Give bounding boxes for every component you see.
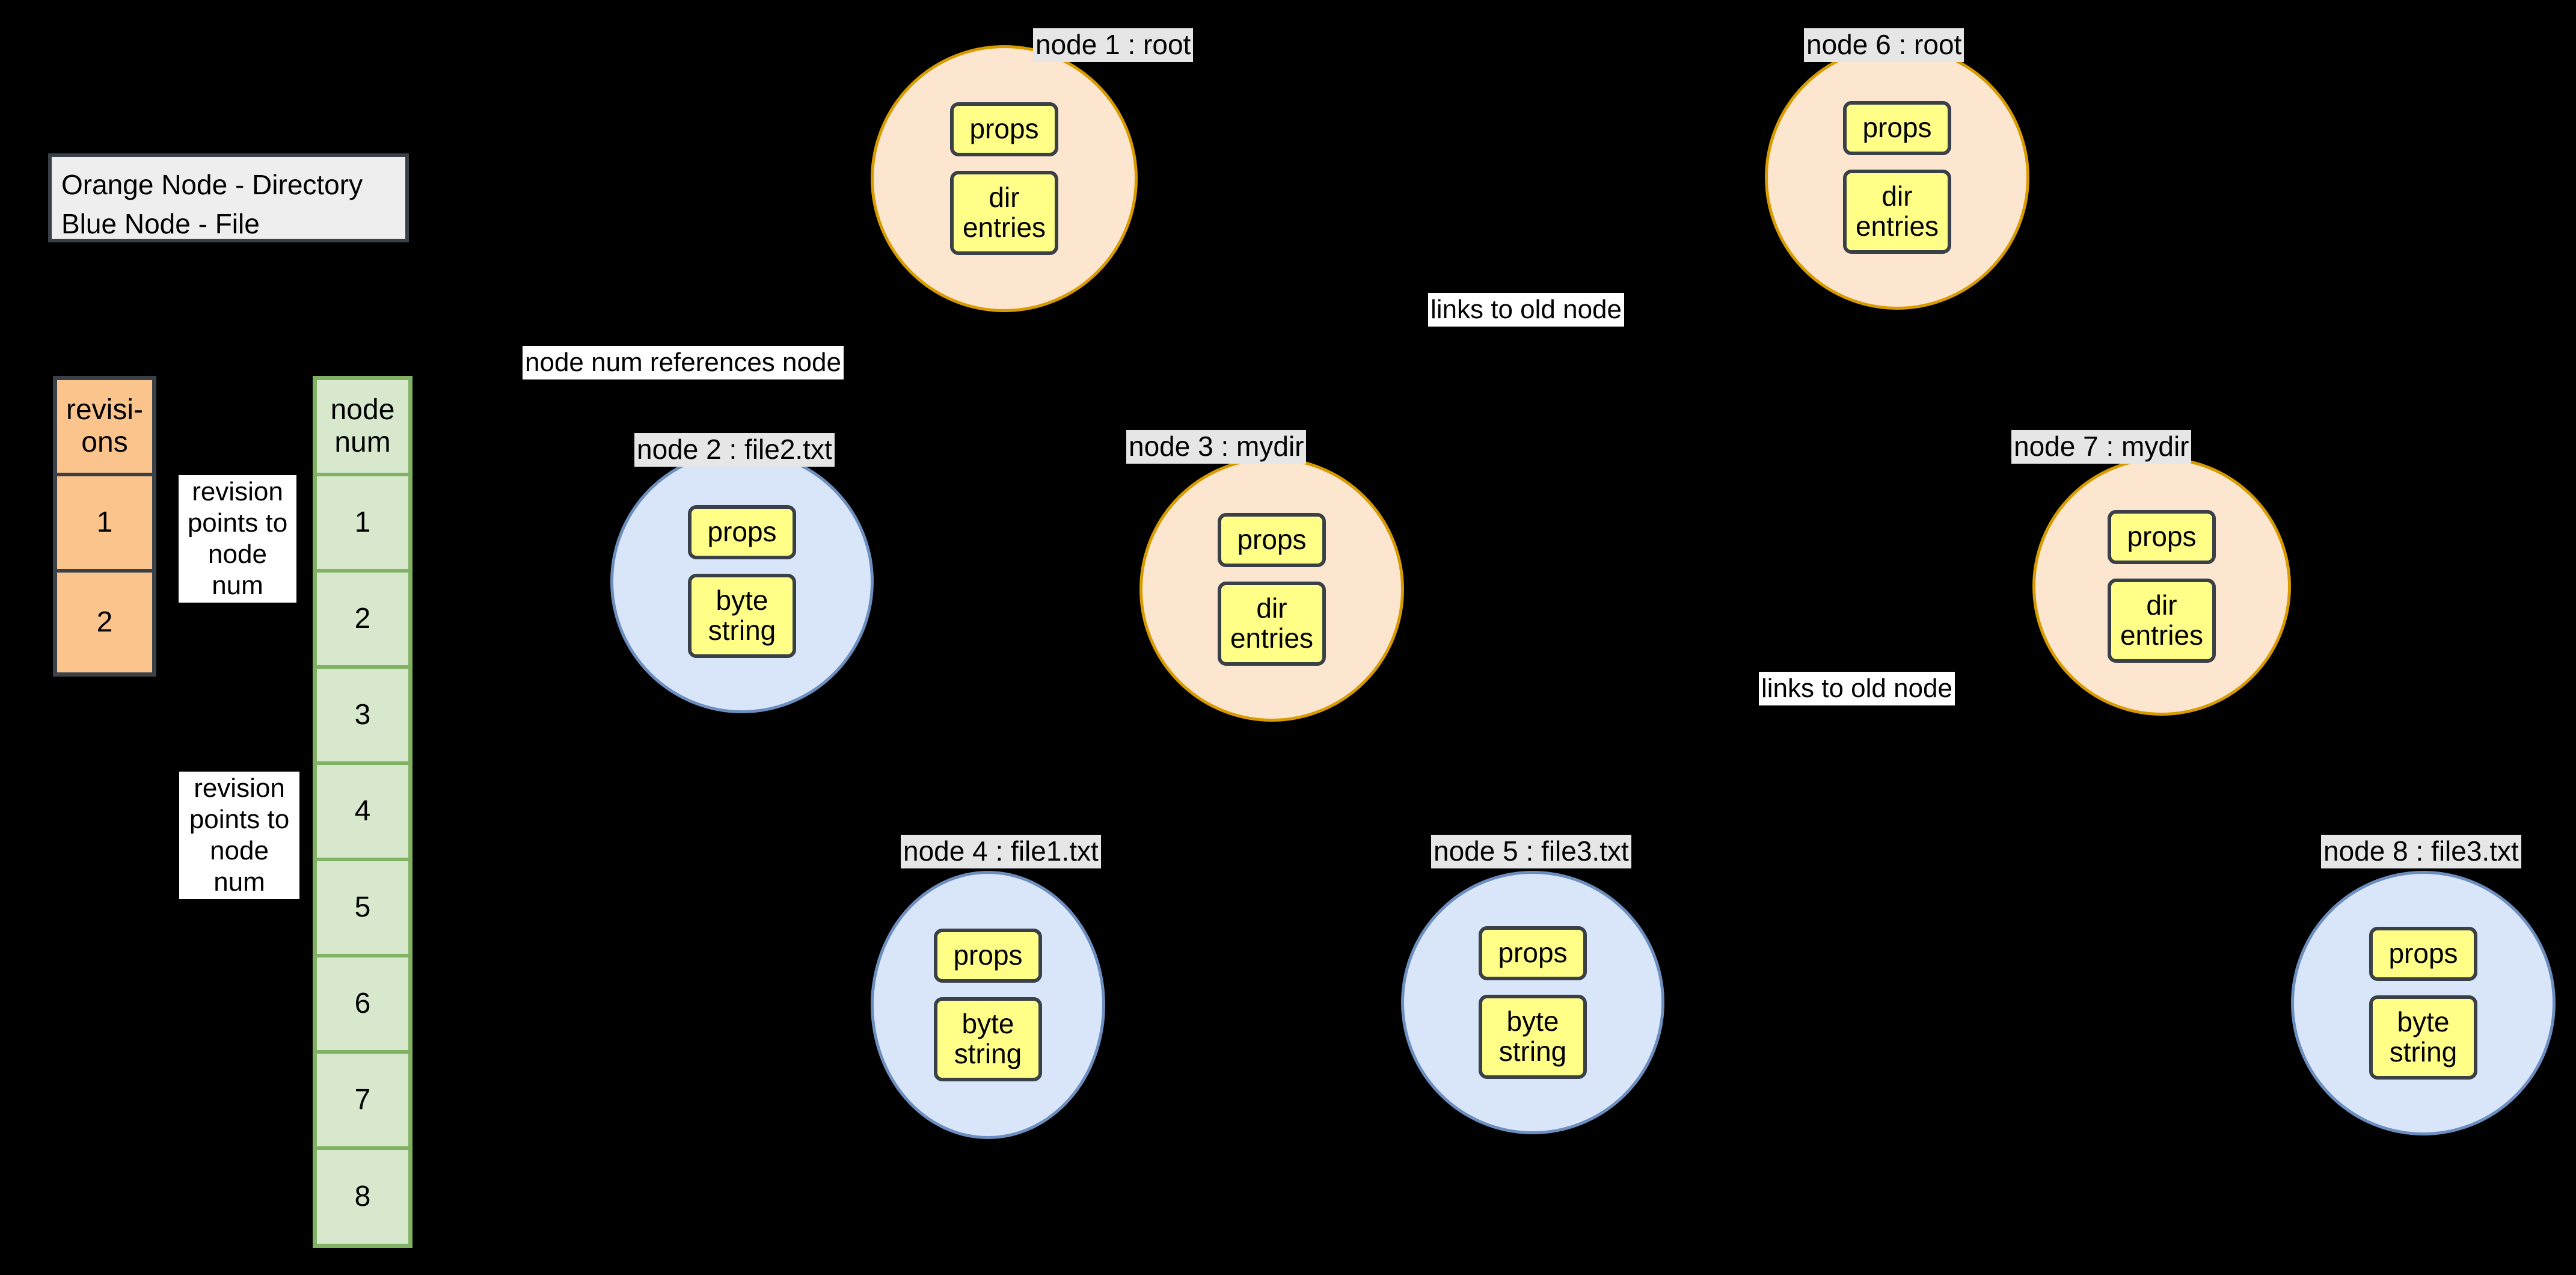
revisions-table-header: revisi- ons xyxy=(57,380,152,476)
node6-slot-dir-entries[interactable]: dir entries xyxy=(1843,170,1951,254)
node8-slot-props[interactable]: props xyxy=(2369,927,2477,981)
node-node3[interactable]: node 3 : mydir props dir entries xyxy=(1126,430,1404,722)
nodenum-table-row-3[interactable]: 3 xyxy=(317,669,408,765)
node7-slot-props[interactable]: props xyxy=(2108,510,2216,564)
node8-label: node 8 : file3.txt xyxy=(2321,835,2521,869)
node5-slot-byte-string[interactable]: byte string xyxy=(1479,995,1587,1079)
node-node7[interactable]: node 7 : mydir props dir entries xyxy=(2011,430,2291,716)
legend-box: Orange Node - Directory Blue Node - File xyxy=(48,153,409,242)
node2-label: node 2 : file2.txt xyxy=(634,433,835,467)
node3-label: node 3 : mydir xyxy=(1126,430,1307,464)
node3-slot-dir-entries[interactable]: dir entries xyxy=(1218,582,1326,666)
node-node2[interactable]: node 2 : file2.txt props byte string xyxy=(610,433,874,713)
node5-label: node 5 : file3.txt xyxy=(1431,835,1631,869)
node5-slot-props[interactable]: props xyxy=(1479,926,1587,980)
node-node8[interactable]: node 8 : file3.txt props byte string xyxy=(2291,835,2556,1135)
edge-nodenum2-to-node2 xyxy=(412,600,618,632)
node4-label: node 4 : file1.txt xyxy=(901,835,1101,869)
node-node1[interactable]: node 1 : root props dir entries xyxy=(871,28,1194,312)
callout-nodenum-references-node: node num references node xyxy=(523,346,844,379)
node3-slot-props[interactable]: props xyxy=(1218,513,1326,567)
revisions-table: revisi- ons 1 2 xyxy=(53,376,156,677)
node2-slot-props[interactable]: props xyxy=(688,505,796,559)
node-node6[interactable]: node 6 : root props dir entries xyxy=(1765,28,2029,310)
node1-slot-dir-entries[interactable]: dir entries xyxy=(950,171,1058,255)
legend-line-directory: Orange Node - Directory xyxy=(61,169,363,200)
nodenum-table-row-6[interactable]: 6 xyxy=(317,957,408,1054)
nodenum-table-row-5[interactable]: 5 xyxy=(317,861,408,957)
edge-nodenum4-to-node4 xyxy=(412,813,880,996)
revisions-table-row-2[interactable]: 2 xyxy=(57,573,152,672)
node7-label: node 7 : mydir xyxy=(2011,430,2192,464)
node7-slot-dir-entries[interactable]: dir entries xyxy=(2108,579,2216,663)
nodenum-table-row-2[interactable]: 2 xyxy=(317,573,408,669)
callout-revision-points-to-nodenum-1: revision points to node num xyxy=(179,475,296,603)
nodenum-table-header: node num xyxy=(317,380,408,476)
nodenum-table: node num 1 2 3 4 5 6 7 8 xyxy=(313,376,412,1248)
node4-slot-byte-string[interactable]: byte string xyxy=(934,997,1042,1081)
legend-line-file: Blue Node - File xyxy=(61,208,260,240)
node2-slot-byte-string[interactable]: byte string xyxy=(688,574,796,658)
node-node4[interactable]: node 4 : file1.txt props byte string xyxy=(871,835,1105,1139)
callout-revision-points-to-nodenum-2: revision points to node num xyxy=(179,772,299,899)
callout-links-to-old-node-1: links to old node xyxy=(1428,293,1624,327)
node8-slot-byte-string[interactable]: byte string xyxy=(2369,995,2477,1080)
nodenum-table-row-1[interactable]: 1 xyxy=(317,476,408,573)
nodenum-table-row-7[interactable]: 7 xyxy=(317,1054,408,1150)
revisions-table-row-1[interactable]: 1 xyxy=(57,476,152,573)
node4-slot-props[interactable]: props xyxy=(934,929,1042,983)
callout-links-to-old-node-2: links to old node xyxy=(1759,672,1955,705)
node6-slot-props[interactable]: props xyxy=(1843,101,1951,155)
edge-nodenum8-to-node8 xyxy=(412,1019,2320,1205)
nodenum-table-row-8[interactable]: 8 xyxy=(317,1150,408,1244)
node1-slot-props[interactable]: props xyxy=(950,102,1058,156)
node6-label: node 6 : root xyxy=(1804,28,1964,63)
node1-label: node 1 : root xyxy=(1033,28,1194,63)
node-node5[interactable]: node 5 : file3.txt props byte string xyxy=(1401,835,1664,1134)
nodenum-table-row-4[interactable]: 4 xyxy=(317,765,408,861)
